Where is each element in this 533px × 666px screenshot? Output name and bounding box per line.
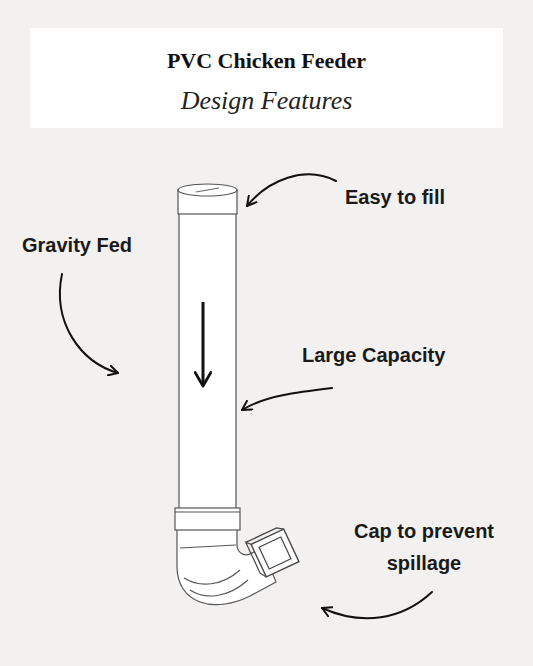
callout-label: Large Capacity [302,339,502,371]
callout-arrow [322,592,432,618]
callout-label: Gravity Fed [22,229,182,261]
header-panel [30,28,503,128]
callout-arrow [242,388,332,410]
elbow-band [190,580,248,596]
elbow-band [180,545,236,548]
callout-label: Easy to fill [345,181,515,213]
pipe-coupling [175,508,240,530]
pipe-body [179,208,236,510]
top-cap-face [178,184,237,196]
coupling-line [175,511,240,512]
elbow-band [184,570,240,584]
pvc-pipe [175,184,299,605]
flow-arrow [202,302,205,386]
callout-arrow [247,174,336,206]
end-cap [246,525,299,578]
subtitle: Design Features [30,80,503,122]
title: PVC Chicken Feeder [30,48,503,74]
callout-arrow [60,274,118,373]
callout-label: Cap to prevent spillage [338,515,510,579]
cap-slot [196,188,219,192]
